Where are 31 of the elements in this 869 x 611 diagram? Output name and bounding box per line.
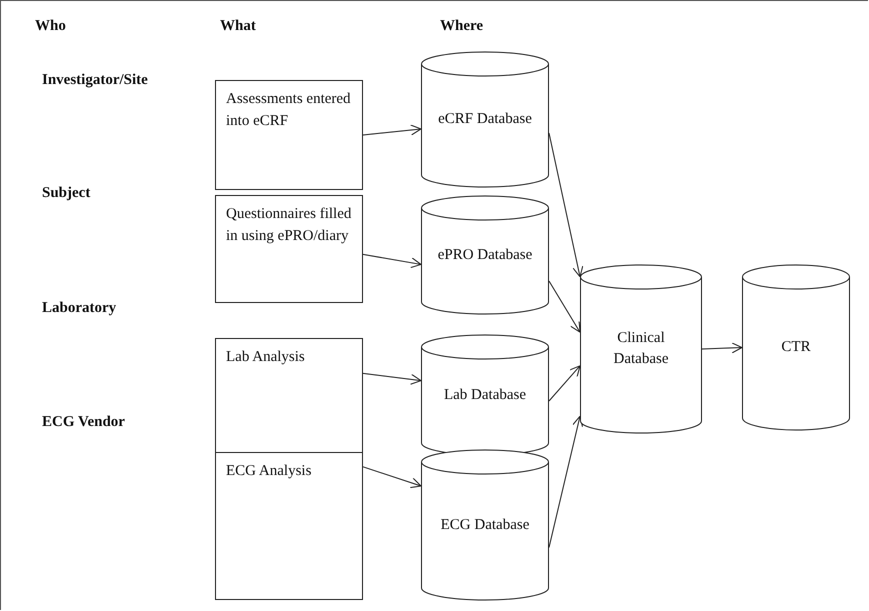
row-label: Investigator/Site	[42, 72, 148, 89]
database-cylinder	[421, 335, 549, 455]
arrow	[548, 416, 584, 548]
row-label: Subject	[42, 185, 90, 202]
database-cylinder	[421, 450, 549, 600]
node-text: CTR	[780, 338, 812, 357]
node-text: eCRF Database	[437, 110, 533, 129]
arrow	[362, 466, 422, 488]
arrow	[702, 342, 742, 354]
column-heading: What	[220, 18, 256, 35]
arrow	[548, 365, 580, 402]
node-text: Lab Database	[442, 386, 528, 404]
arrow	[548, 280, 580, 333]
row-label: ECG Vendor	[42, 414, 125, 431]
arrow	[548, 132, 584, 278]
database-cylinder	[742, 265, 850, 430]
database-cylinder	[421, 52, 549, 187]
process-box: Questionnaires filled in using ePRO/diary	[215, 195, 363, 303]
node-text: ePRO Database	[436, 246, 534, 264]
database-cylinder	[421, 196, 549, 314]
process-box: ECG Analysis	[215, 452, 363, 600]
node-text: Clinical Database	[612, 329, 670, 369]
arrow	[362, 124, 422, 136]
row-label: Laboratory	[42, 300, 116, 317]
process-box: Assessments entered into eCRF	[215, 80, 363, 190]
arrow	[362, 254, 422, 268]
node-text: ECG Database	[440, 516, 530, 534]
column-heading: Who	[35, 18, 66, 35]
column-heading: Where	[440, 18, 484, 35]
arrow	[362, 372, 422, 385]
database-cylinder	[580, 265, 702, 433]
